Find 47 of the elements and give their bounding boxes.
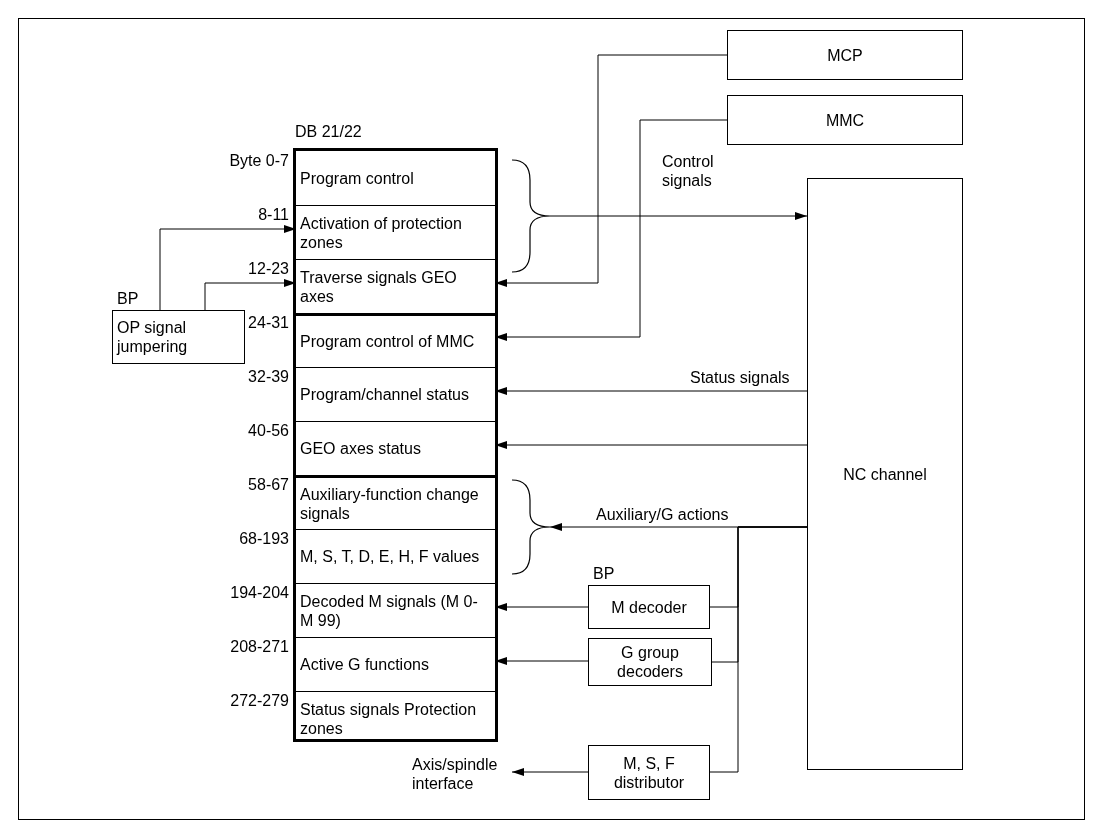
byte-range-label: 24-31 (248, 313, 289, 332)
byte-range-label: 272-279 (230, 691, 289, 710)
byte-range-label: 40-56 (248, 421, 289, 440)
byte-range-label: 12-23 (248, 259, 289, 278)
byte-range-label: Byte 0-7 (229, 151, 289, 170)
connector-line (709, 526, 808, 773)
node-text: G group decoders (616, 643, 684, 681)
node-text: MMC (825, 110, 865, 130)
node-text: M decoder (611, 597, 687, 617)
row-text: Program/channel status (300, 385, 469, 404)
byte-range-label: 194-204 (230, 583, 289, 602)
node-text: Axis/spindle interface (412, 755, 499, 793)
table-title: DB 21/22 (295, 122, 362, 141)
row-text: Activation of protection zones (300, 213, 463, 252)
byte-range-label: 68-193 (239, 529, 289, 548)
edge-label: Auxiliary/G actions (596, 505, 729, 524)
row-text: Traverse signals GEO axes (300, 267, 458, 306)
curly-brace (511, 479, 551, 575)
process-box (588, 638, 712, 686)
curly-brace (511, 159, 551, 273)
byte-range-label: 58-67 (248, 475, 289, 494)
row-text: Decoded M signals (M 0-M 99) (300, 591, 479, 630)
process-box (727, 95, 963, 145)
bp-label: BP (117, 289, 139, 308)
process-box (588, 745, 710, 800)
process-box (727, 30, 963, 80)
process-box (807, 178, 963, 770)
byte-range-label: 208-271 (230, 637, 289, 656)
row-text: M, S, T, D, E, H, F values (300, 547, 480, 566)
node-text: OP signal jumpering (117, 318, 189, 356)
arrow (549, 212, 808, 220)
row-text: Program control of MMC (300, 332, 475, 351)
bp-label: BP (593, 564, 615, 583)
node-text: NC channel (843, 464, 927, 484)
row-text: Auxiliary-function change signals (300, 484, 480, 523)
arrow (511, 768, 589, 776)
node-text: M, S, F distributor (612, 753, 686, 792)
process-box (112, 310, 245, 364)
row-text: Status signals Protection zones (300, 699, 478, 738)
row-text: Program control (300, 168, 414, 188)
process-box (588, 585, 710, 629)
byte-range-label: 32-39 (248, 367, 289, 386)
edge-label: Status signals (690, 368, 790, 387)
row-text: Active G functions (300, 655, 429, 674)
node-text: MCP (827, 45, 863, 65)
row-text: GEO axes status (300, 439, 421, 458)
byte-range-label: 8-11 (258, 205, 289, 224)
